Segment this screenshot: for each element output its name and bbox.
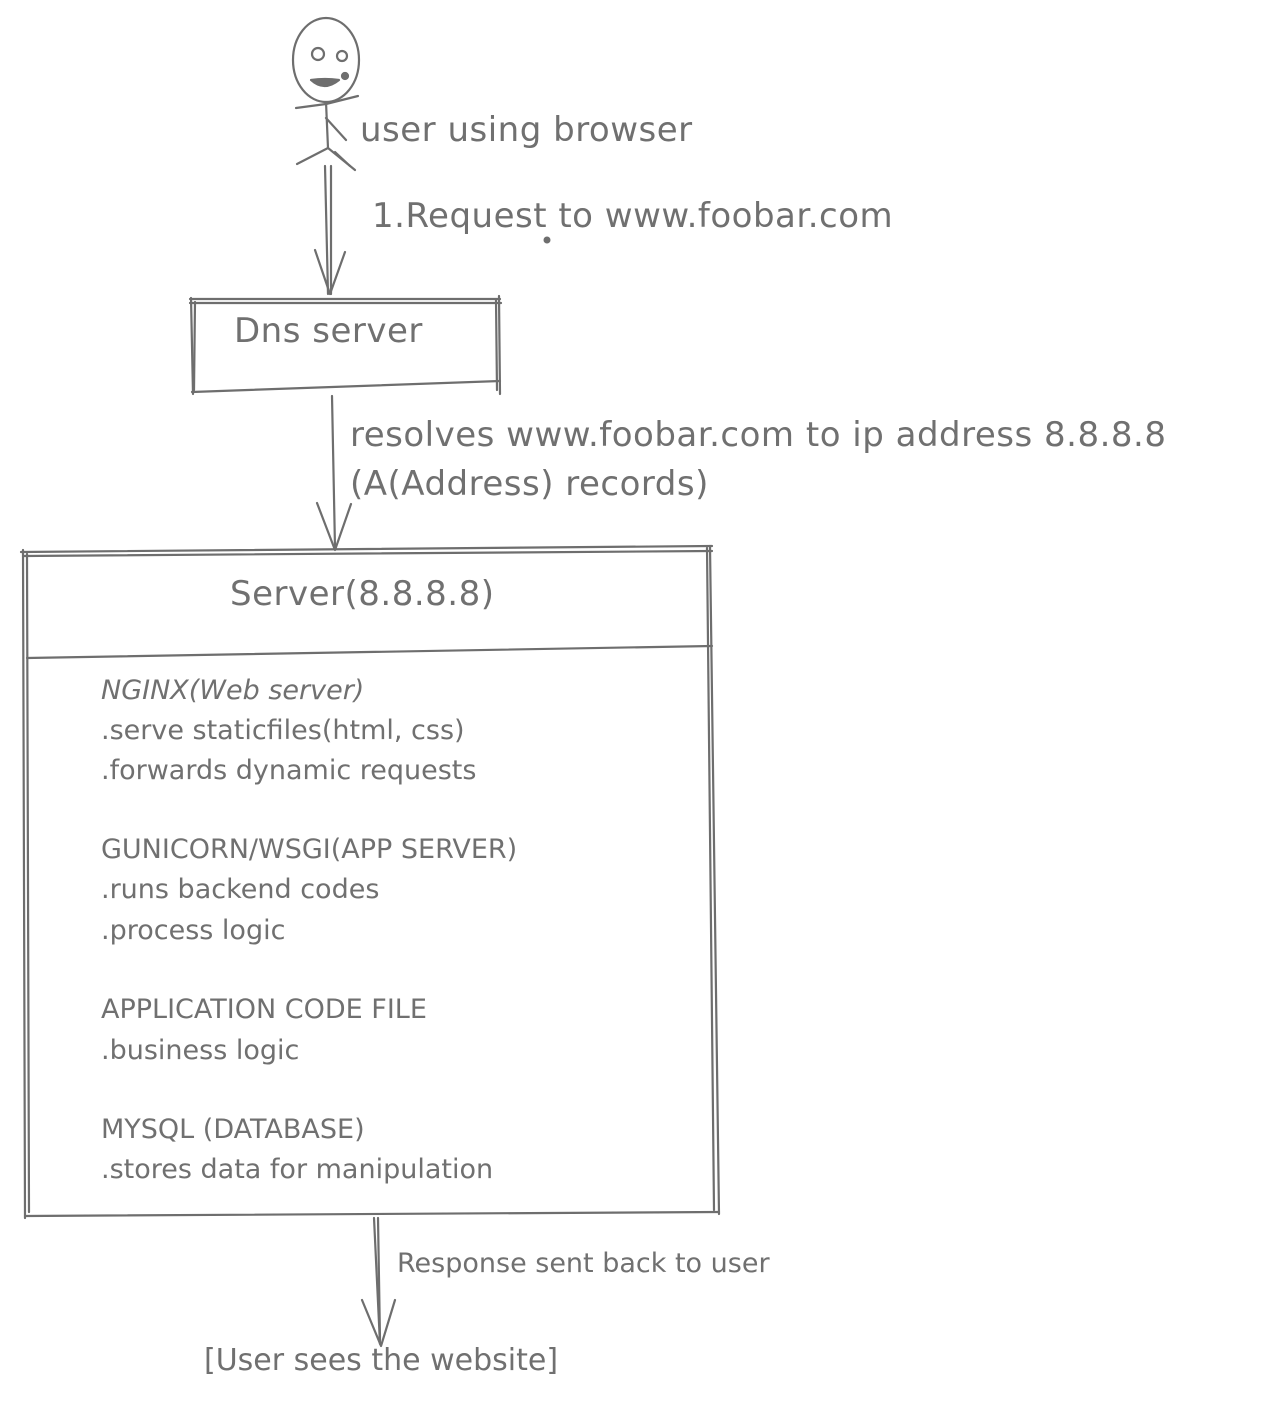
section-line: .forwards dynamic requests [101,755,477,786]
dns-server-box [188,294,503,396]
server-title: Server(8.8.8.8) [230,574,495,614]
resolve-edge-label-line2: (A(Address) records) [350,464,709,504]
response-edge-label: Response sent back to user [397,1248,770,1279]
section-line: .stores data for manipulation [101,1154,494,1185]
section-heading-application: APPLICATION CODE FILE [101,994,427,1025]
section-line: .business logic [101,1035,300,1066]
section-line: .runs backend codes [101,874,380,905]
response-arrow [360,1216,397,1348]
section-heading-gunicorn: GUNICORN/WSGI(APP SERVER) [101,834,518,865]
section-heading-nginx: NGINX(Web server) [101,675,365,706]
resolve-edge-label-line1: resolves www.foobar.com to ip address 8.… [350,415,1167,455]
actor-label: user using browser [360,110,693,150]
resolve-arrow [315,394,353,552]
server-box [19,544,721,1220]
section-line: .serve staticfiles(html, css) [101,715,465,746]
section-line: .process logic [101,915,286,946]
request-arrow [313,164,347,296]
user-stick-figure-icon [291,16,361,172]
section-heading-mysql: MYSQL (DATABASE) [101,1114,365,1145]
request-edge-label: 1.Request to www.foobar.com [372,196,894,236]
result-label: [User sees the website] [204,1343,559,1378]
stray-dot [543,236,551,244]
dns-server-title: Dns server [234,311,423,351]
